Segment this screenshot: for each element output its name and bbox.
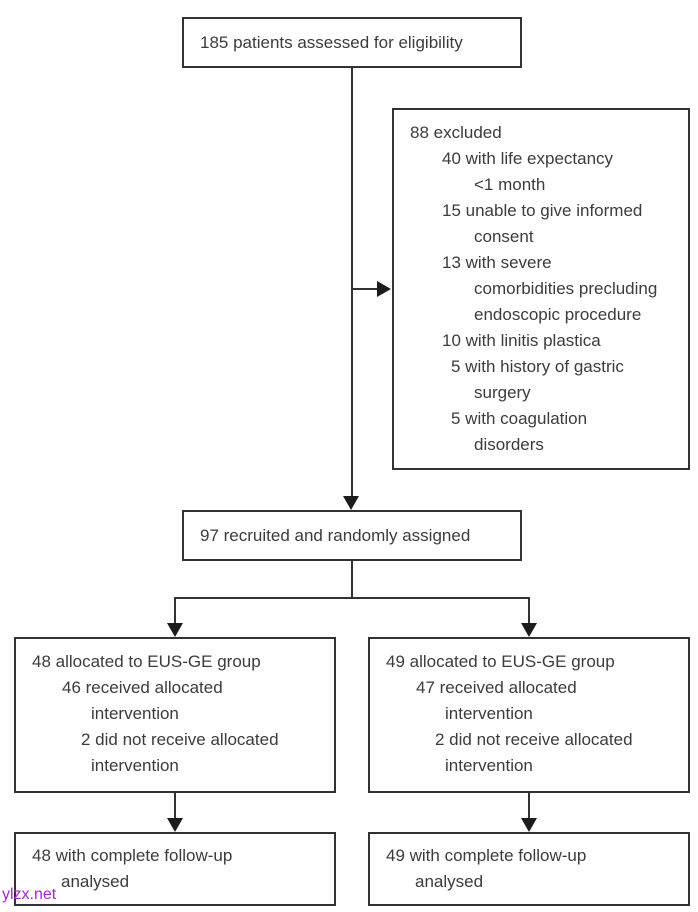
eligibility-text: 185 patients assessed for eligibility [200, 32, 463, 52]
recruited-box: 97 recruited and randomly assigned [182, 510, 522, 561]
arrowhead-down-alloc-left-icon [167, 623, 183, 637]
excluded-line: 13 with severe [442, 253, 552, 272]
excluded-line: 5 with coagulation [451, 409, 588, 428]
excluded-line: <1 month [474, 175, 546, 194]
allocation-line: intervention [445, 704, 533, 723]
excluded-line: consent [474, 227, 534, 246]
connector-split-horizontal [174, 597, 530, 599]
allocation-line: intervention [91, 756, 179, 775]
followup-line: 48 with complete follow-up [32, 846, 233, 865]
excluded-line: comorbidities precluding [474, 279, 658, 298]
followup-line: analysed [61, 872, 130, 891]
allocation-line: 2 did not receive allocated [435, 730, 633, 749]
followup-line: analysed [415, 872, 484, 891]
connector-alloc-to-followup-left [174, 793, 176, 819]
allocation-line: 49 allocated to EUS-GE group [386, 652, 615, 671]
excluded-line: disorders [474, 435, 544, 454]
allocation-line: intervention [91, 704, 179, 723]
followup-left-box: 48 with complete follow-up analysed [14, 832, 336, 906]
excluded-line: 40 with life expectancy [442, 149, 614, 168]
connector-split-to-alloc-right [528, 597, 530, 624]
eligibility-box: 185 patients assessed for eligibility [182, 17, 522, 68]
connector-alloc-to-followup-right [528, 793, 530, 819]
recruited-text: 97 recruited and randomly assigned [200, 525, 471, 545]
allocation-right-box: 49 allocated to EUS-GE group 47 received… [368, 637, 690, 793]
excluded-box: 88 excluded 40 with life expectancy <1 m… [392, 108, 690, 470]
arrowhead-down-followup-right-icon [521, 818, 537, 832]
excluded-line: 88 excluded [410, 123, 502, 142]
connector-assessed-to-recruited [351, 68, 353, 498]
excluded-line: endoscopic procedure [474, 305, 642, 324]
arrowhead-down-recruited-icon [343, 496, 359, 510]
allocation-left-box: 48 allocated to EUS-GE group 46 received… [14, 637, 336, 793]
allocation-line: 48 allocated to EUS-GE group [32, 652, 261, 671]
connector-split-to-alloc-left [174, 597, 176, 624]
allocation-line: 46 received allocated [62, 678, 223, 697]
excluded-line: surgery [474, 383, 531, 402]
excluded-line: 10 with linitis plastica [442, 331, 601, 350]
arrowhead-down-alloc-right-icon [521, 623, 537, 637]
followup-right-box: 49 with complete follow-up analysed [368, 832, 690, 906]
connector-branch-to-excluded [352, 288, 378, 290]
allocation-line: 47 received allocated [416, 678, 577, 697]
arrowhead-down-followup-left-icon [167, 818, 183, 832]
allocation-line: 2 did not receive allocated [81, 730, 279, 749]
followup-line: 49 with complete follow-up [386, 846, 587, 865]
connector-recruited-to-split [351, 561, 353, 598]
excluded-line: 15 unable to give informed [442, 201, 643, 220]
allocation-line: intervention [445, 756, 533, 775]
watermark-text: ylzx.net [2, 886, 57, 903]
arrowhead-right-icon [377, 281, 391, 297]
excluded-line: 5 with history of gastric [451, 357, 624, 376]
